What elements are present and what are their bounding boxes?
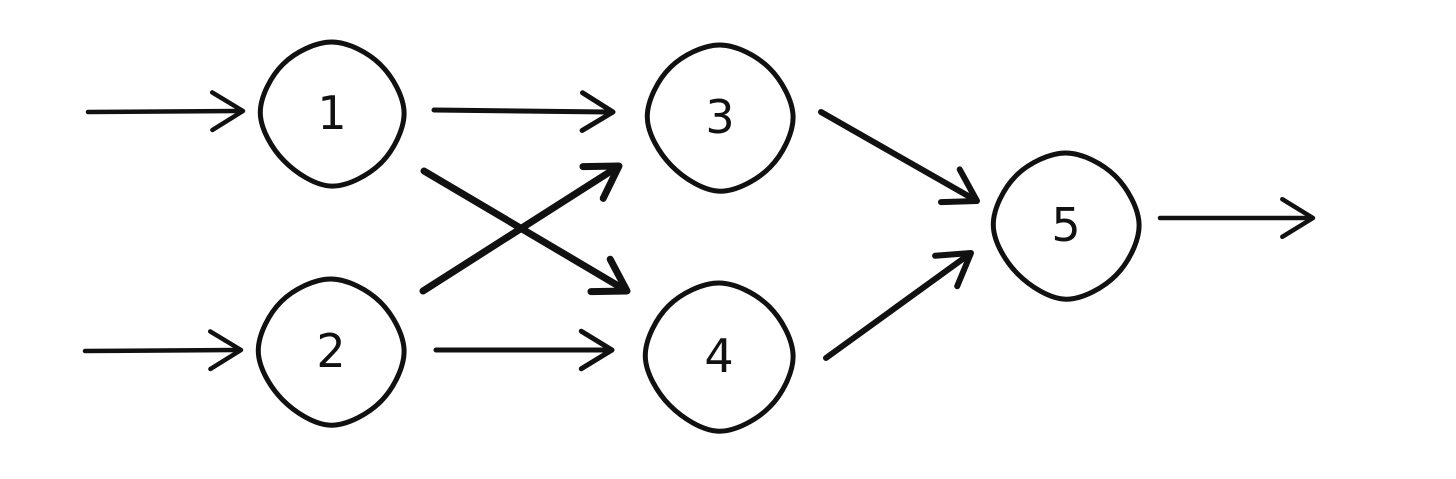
arrowhead-icon	[578, 328, 615, 372]
edge-4-to-5	[823, 250, 974, 361]
edge-input-to-1	[85, 90, 246, 133]
node-5: 5	[990, 150, 1142, 302]
arrowhead-icon	[579, 162, 623, 202]
edge-2-to-3	[419, 162, 623, 295]
node-3: 3	[644, 42, 796, 194]
node-label: 1	[317, 86, 346, 140]
edge-5-to-output	[1157, 196, 1316, 240]
node-circle	[255, 276, 407, 428]
node-label: 2	[316, 324, 345, 378]
edge-input-to-2	[82, 329, 244, 372]
edge-shaft	[82, 347, 239, 354]
edge-3-to-5	[818, 109, 980, 206]
edge-shaft	[823, 252, 970, 361]
edge-shaft	[431, 107, 611, 115]
node-4: 4	[642, 280, 796, 434]
arrowhead-icon	[1280, 196, 1316, 240]
node-label: 4	[704, 329, 733, 383]
edge-2-to-4	[433, 328, 615, 372]
node-circle	[644, 42, 796, 194]
edge-shaft	[85, 108, 241, 115]
node-circle	[642, 280, 796, 434]
node-label: 3	[705, 90, 734, 144]
edge-1-to-3	[431, 90, 616, 133]
arrowhead-icon	[587, 255, 631, 296]
node-circle	[257, 39, 407, 189]
node-label: 5	[1051, 198, 1080, 252]
node-2: 2	[255, 276, 407, 428]
arrowhead-icon	[938, 166, 980, 206]
arrowhead-icon	[207, 329, 244, 372]
edge-shaft	[419, 165, 619, 295]
node-circle	[990, 150, 1142, 302]
arrowhead-icon	[209, 90, 246, 133]
edge-shaft	[818, 109, 976, 202]
arrowhead-icon	[579, 90, 616, 133]
node-1: 1	[257, 39, 407, 189]
arrowhead-icon	[932, 250, 974, 290]
